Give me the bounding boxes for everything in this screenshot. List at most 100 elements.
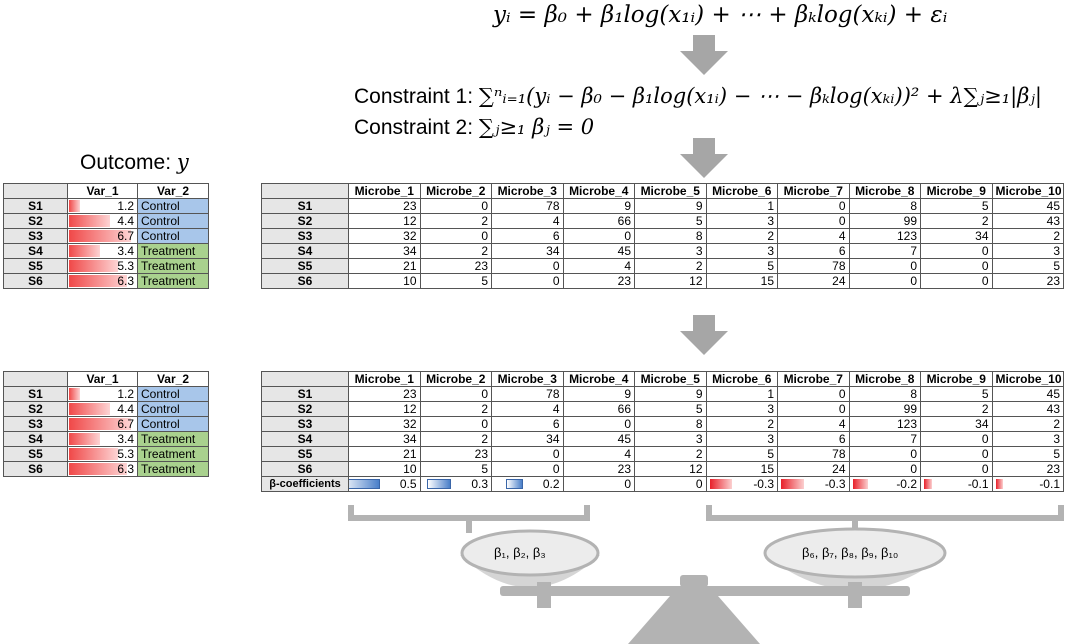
microbe-header: Microbe_2 [419, 371, 492, 387]
var-1-cell: 5.3 [67, 258, 138, 274]
var-1-value: 6.7 [117, 229, 134, 243]
var-1-value: 3.4 [117, 432, 134, 446]
abundance-cell: 21 [348, 258, 421, 274]
regression-equation: yᵢ = β₀ + β₁log(x₁ᵢ) + ⋯ + βₖlog(xₖᵢ) + … [493, 2, 948, 28]
constraint-2-formula: ∑ⱼ≥₁ βⱼ = 0 [478, 115, 595, 139]
var-1-bar [69, 403, 110, 415]
var-1-bar [69, 463, 128, 475]
var-1-bar [69, 448, 119, 460]
left-pan-label: β₁, β₂, β₃ [494, 545, 546, 560]
microbe-header: Microbe_1 [348, 371, 421, 387]
var-2-cell: Control [137, 213, 209, 229]
positive-coefficient-bar [426, 479, 452, 489]
negative-coefficient-bar [781, 479, 804, 489]
coefficient-value: -0.1 [1039, 477, 1060, 491]
row-label: S2 [261, 213, 349, 229]
left-pan [460, 529, 600, 577]
var-2-cell: Control [137, 401, 209, 417]
positive-coefficient-bar [349, 479, 380, 489]
right-pan [763, 527, 947, 579]
constraint-1-label: Constraint 1: [354, 85, 479, 108]
positive-coefficient-bar [505, 479, 523, 489]
abundance-cell: 12 [634, 273, 707, 289]
var-2-cell: Control [137, 198, 209, 214]
abundance-cell: 10 [348, 273, 421, 289]
var-1-bar [69, 275, 128, 287]
var-1-bar [69, 245, 101, 257]
var-1-cell: 6.3 [67, 273, 138, 289]
header-var-2: Var_2 [137, 183, 209, 199]
coefficient-cell: -0.2 [848, 476, 921, 492]
var-1-cell: 4.4 [67, 401, 138, 417]
constraint-2: Constraint 2: ∑ⱼ≥₁ βⱼ = 0 [354, 115, 594, 140]
right-bracket [706, 505, 1064, 521]
microbe-header: Microbe_7 [777, 183, 850, 199]
microbe-header: Microbe_10 [991, 183, 1064, 199]
var-1-value: 3.4 [117, 244, 134, 258]
coefficient-value: -0.3 [753, 477, 774, 491]
abundance-cell: 23 [562, 273, 635, 289]
var-1-value: 1.2 [117, 387, 134, 401]
abundance-cell: 0 [920, 273, 993, 289]
corner-cell [261, 371, 349, 387]
constraint-1: Constraint 1: ∑ⁿᵢ₌₁(yᵢ − β₀ − β₁log(x₁ᵢ)… [354, 84, 1042, 109]
var-1-value: 5.3 [117, 447, 134, 461]
row-label: S1 [3, 198, 68, 214]
coefficient-cell: -0.1 [991, 476, 1064, 492]
var-1-cell: 5.3 [67, 446, 138, 462]
corner-cell [3, 371, 68, 387]
abundance-cell: 123 [848, 416, 921, 432]
row-label: S2 [3, 401, 68, 417]
var-1-bar [69, 388, 81, 400]
constraint-1-formula: ∑ⁿᵢ₌₁(yᵢ − β₀ − β₁log(x₁ᵢ) − ⋯ − βₖlog(x… [478, 84, 1042, 108]
var-2-cell: Treatment [137, 273, 209, 289]
row-label: S5 [3, 446, 68, 462]
var-1-cell: 3.4 [67, 431, 138, 447]
var-2-cell: Control [137, 228, 209, 244]
var-2-cell: Treatment [137, 461, 209, 477]
abundance-cell: 0 [848, 273, 921, 289]
abundance-cell: 23 [991, 273, 1064, 289]
var-1-value: 4.4 [117, 402, 134, 416]
negative-coefficient-bar [995, 479, 1004, 489]
var-1-bar [69, 418, 131, 430]
microbe-header: Microbe_7 [777, 371, 850, 387]
coefficient-value: -0.2 [896, 477, 917, 491]
fulcrum-top [680, 575, 708, 587]
coefficient-row-label: β-coefficients [261, 476, 349, 492]
var-2-cell: Treatment [137, 243, 209, 259]
negative-coefficient-bar [852, 479, 868, 489]
var-2-cell: Treatment [137, 431, 209, 447]
right-support [848, 582, 862, 608]
var-1-cell: 6.3 [67, 461, 138, 477]
var-1-value: 6.3 [117, 462, 134, 476]
abundance-cell: 99 [848, 213, 921, 229]
var-1-value: 5.3 [117, 259, 134, 273]
microbe-header: Microbe_3 [491, 183, 564, 199]
var-1-cell: 4.4 [67, 213, 138, 229]
var-1-value: 6.3 [117, 274, 134, 288]
constraint-2-label: Constraint 2: [354, 116, 479, 139]
abundance-cell: 5 [991, 446, 1064, 462]
coefficient-value: 0 [695, 477, 703, 491]
coefficient-value: 0.2 [542, 477, 560, 491]
down-arrow-icon [680, 35, 728, 75]
var-1-bar [69, 230, 131, 242]
corner-cell [261, 183, 349, 199]
left-bracket [348, 505, 590, 521]
